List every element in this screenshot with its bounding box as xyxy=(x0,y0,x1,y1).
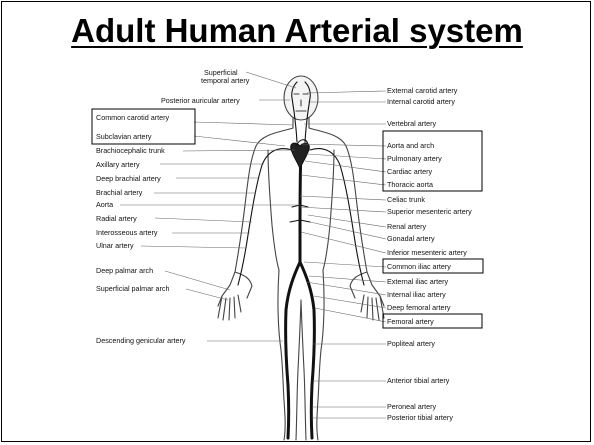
label-thoracic-aorta: Thoracic aorta xyxy=(387,180,433,189)
label-radial: Radial artery xyxy=(96,214,137,223)
label-common-iliac: Common iliac artery xyxy=(387,262,451,271)
artery-left-arm xyxy=(238,149,292,285)
label-posterior-auricular: Posterior auricular artery xyxy=(161,96,240,105)
arteries xyxy=(238,82,364,438)
label-aorta: Aorta xyxy=(96,200,113,209)
label-anterior-tibial: Anterior tibial artery xyxy=(387,376,450,385)
label-common-carotid: Common carotid artery xyxy=(96,113,170,122)
right-hand xyxy=(361,295,384,320)
label-brachiocephalic: Brachiocephalic trunk xyxy=(96,146,165,155)
heart-icon xyxy=(291,143,310,170)
label-popliteal: Popliteal artery xyxy=(387,339,435,348)
label-inferior-mesenteric: Inferior mesenteric artery xyxy=(387,248,467,257)
label-cardiac: Cardiac artery xyxy=(387,167,433,176)
label-gonadal: Gonadal artery xyxy=(387,234,435,243)
label-celiac-trunk: Celiac trunk xyxy=(387,195,425,204)
left-hand xyxy=(218,295,241,320)
label-descending-genicular: Descending genicular artery xyxy=(96,336,186,345)
label-internal-carotid: Internal carotid artery xyxy=(387,97,455,106)
label-femoral: Femoral artery xyxy=(387,317,434,326)
label-brachial: Brachial artery xyxy=(96,188,143,197)
label-superior-mesenteric: Superior mesenteric artery xyxy=(387,207,472,216)
label-renal: Renal artery xyxy=(387,222,427,231)
right-labels: External carotid artery Internal carotid… xyxy=(387,86,472,422)
label-subclavian: Subclavian artery xyxy=(96,132,152,141)
label-pulmonary: Pulmonary artery xyxy=(387,154,442,163)
label-peroneal: Peroneal artery xyxy=(387,402,437,411)
left-labels: Superficial temporal artery Posterior au… xyxy=(96,68,250,345)
label-superficial-palmar: Superficial palmar arch xyxy=(96,284,170,293)
label-internal-iliac: Internal iliac artery xyxy=(387,290,446,299)
label-external-carotid: External carotid artery xyxy=(387,86,458,95)
artery-left-leg xyxy=(286,262,300,438)
label-vertebral: Vertebral artery xyxy=(387,119,437,128)
leader-lines xyxy=(120,72,386,418)
head xyxy=(284,76,318,120)
label-deep-brachial: Deep brachial artery xyxy=(96,174,161,183)
label-external-iliac: External iliac artery xyxy=(387,277,449,286)
label-temporal-artery: temporal artery xyxy=(201,76,250,85)
label-aorta-and-arch: Aorta and arch xyxy=(387,141,434,150)
label-deep-palmar: Deep palmar arch xyxy=(96,266,153,275)
label-posterior-tibial: Posterior tibial artery xyxy=(387,413,453,422)
label-axillary: Axillary artery xyxy=(96,160,140,169)
artery-right-leg xyxy=(300,262,314,438)
label-deep-femoral: Deep femoral artery xyxy=(387,303,451,312)
label-interosseous: Interosseous artery xyxy=(96,228,158,237)
label-ulnar: Ulnar artery xyxy=(96,241,134,250)
